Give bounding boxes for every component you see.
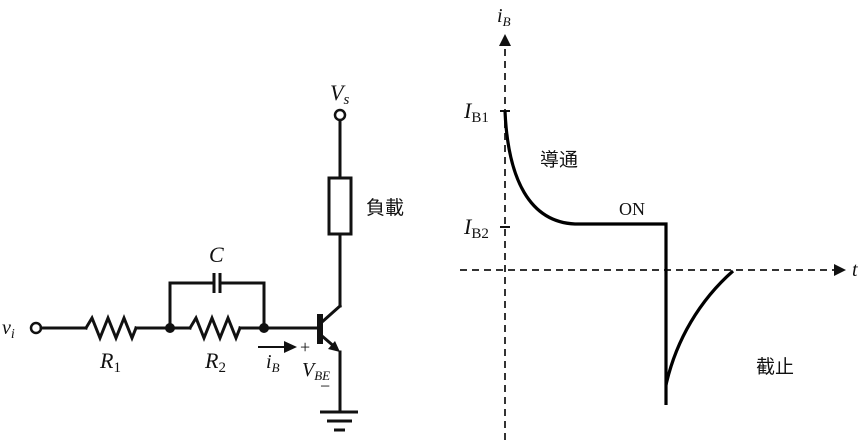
transistor-collector xyxy=(319,303,343,325)
vbe-plus: + xyxy=(300,337,310,357)
ib1-label: IB1 xyxy=(463,98,489,126)
conduction-label: 導通 xyxy=(540,149,578,171)
on-label: ON xyxy=(619,199,645,219)
input-label: vi xyxy=(2,317,15,342)
base-current-label: iB xyxy=(266,351,280,375)
capacitor-label: C xyxy=(209,242,224,267)
y-axis-label: iB xyxy=(497,5,511,29)
wire-cap-right xyxy=(219,281,266,330)
wire-cap-left xyxy=(168,281,215,330)
emitter-arrowhead xyxy=(328,341,340,352)
r1-label: R1 xyxy=(99,348,121,376)
resistor-r2 xyxy=(187,313,242,343)
base-current-arrowhead xyxy=(284,341,297,353)
cutoff-label: 截止 xyxy=(756,356,794,378)
circuit-schematic: vi R1 R2 C iB + VBE xyxy=(2,80,404,432)
base-current-recovery-curve xyxy=(664,269,735,386)
base-current-on-curve xyxy=(503,110,668,405)
supply-terminal xyxy=(333,108,347,122)
x-axis-arrowhead xyxy=(834,264,846,276)
resistor-r1 xyxy=(83,313,138,343)
load-resistor xyxy=(327,176,353,236)
vbe-label: VBE xyxy=(302,359,330,383)
transistor-base-bar xyxy=(317,314,323,344)
ib2-label: IB2 xyxy=(463,214,489,242)
r2-label: R2 xyxy=(204,348,226,376)
supply-label: Vs xyxy=(330,80,349,108)
vbe-minus: − xyxy=(320,376,330,396)
load-label: 負載 xyxy=(366,197,404,219)
y-axis-arrowhead xyxy=(499,34,511,46)
waveform-graph: iB t IB1 IB2 導通 ON 截止 xyxy=(460,5,858,440)
x-axis-label: t xyxy=(852,259,858,281)
